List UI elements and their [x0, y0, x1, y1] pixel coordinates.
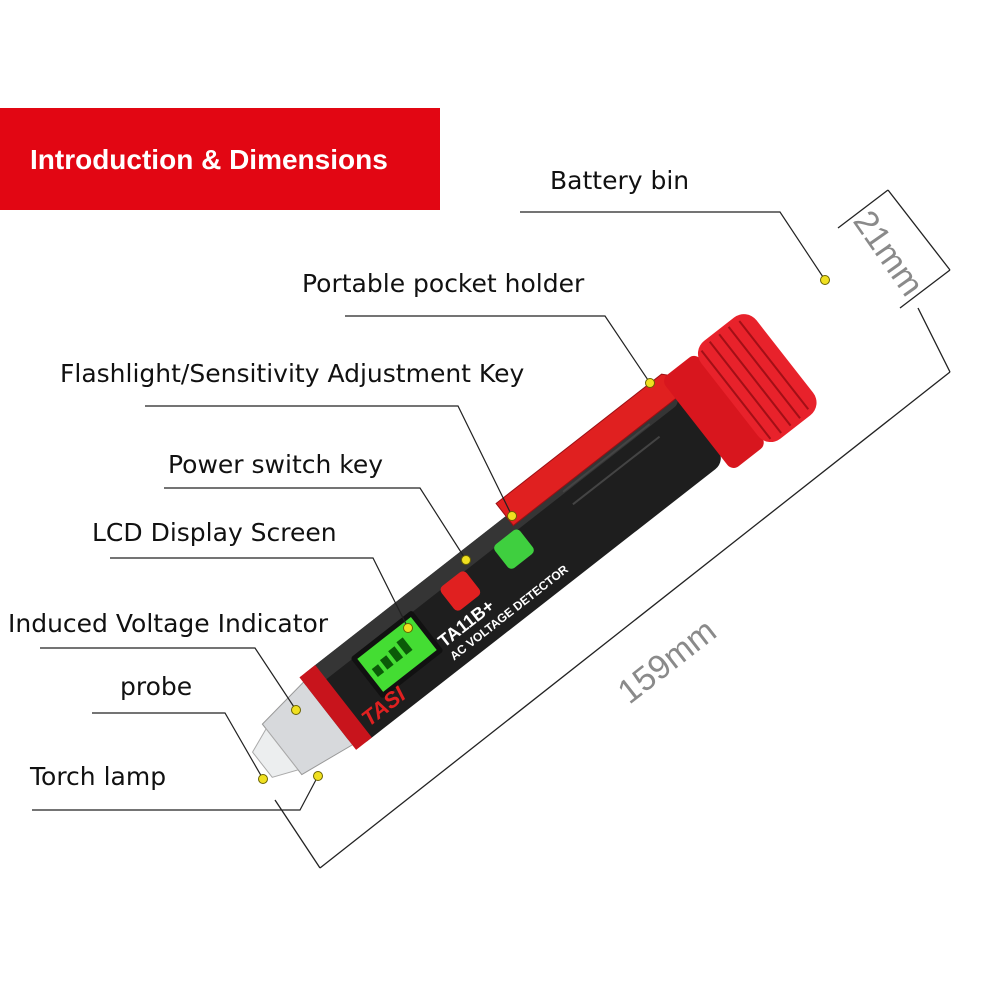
- probe-end: [251, 727, 299, 778]
- marker-battery: [820, 275, 830, 285]
- marker-holder: [645, 378, 655, 388]
- callout-battery-bin: Battery bin: [550, 166, 690, 195]
- marker-indicator: [291, 705, 301, 715]
- diameter-line-b: [887, 189, 951, 271]
- callout-power-key: Power switch key: [168, 450, 384, 479]
- dimension-lines: [274, 189, 951, 869]
- main-body: [305, 393, 721, 745]
- title-banner: Introduction & Dimensions: [0, 108, 440, 210]
- leader-lines: [32, 211, 826, 811]
- callout-indicator: Induced Voltage Indicator: [8, 609, 329, 638]
- battery-cap-base: [664, 355, 764, 468]
- marker-flash: [507, 511, 517, 521]
- marker-dots: [258, 275, 830, 784]
- marker-torch: [313, 771, 323, 781]
- diameter-line-a: [837, 189, 889, 229]
- length-line: [319, 371, 951, 869]
- callout-lcd: LCD Display Screen: [92, 518, 337, 547]
- length-ext-left: [274, 799, 321, 869]
- callout-torch: Torch lamp: [30, 762, 167, 791]
- marker-probe: [258, 774, 268, 784]
- callout-flash-key: Flashlight/Sensitivity Adjustment Key: [60, 359, 525, 388]
- callout-pocket-holder: Portable pocket holder: [302, 269, 585, 298]
- diameter-line-c: [899, 269, 951, 309]
- marker-lcd: [403, 623, 413, 633]
- callout-probe: probe: [120, 672, 193, 701]
- length-ext-right: [917, 307, 951, 373]
- marker-power: [461, 555, 471, 565]
- power-key: [440, 571, 481, 611]
- tip-stripe: [299, 665, 372, 750]
- flash-key: [494, 529, 534, 569]
- banner-title: Introduction & Dimensions: [30, 144, 388, 175]
